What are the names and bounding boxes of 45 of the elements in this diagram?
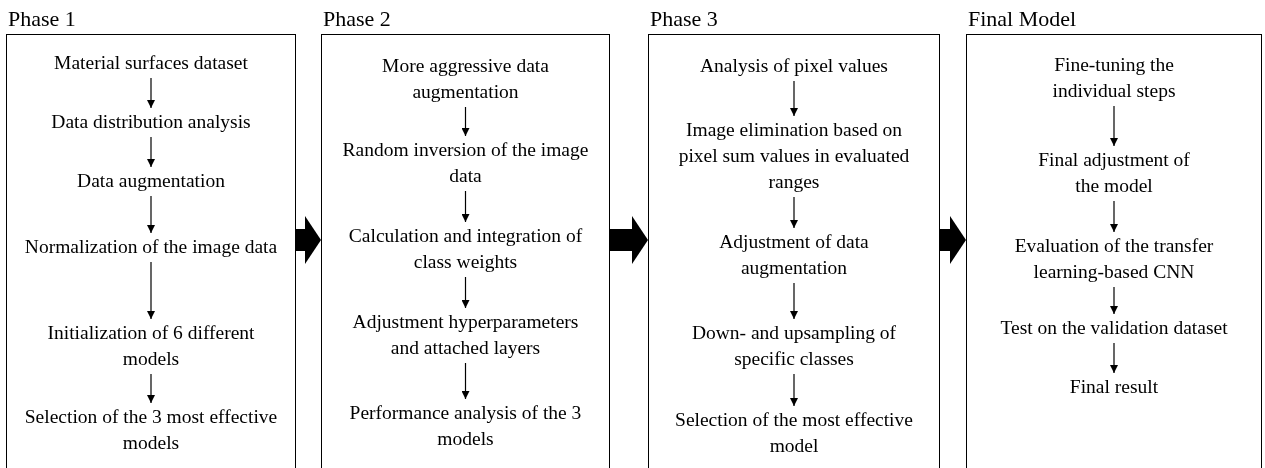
phase-heading: Phase 1: [8, 6, 76, 32]
step-text: Calculation and integration of class weights: [337, 223, 594, 275]
step-text: Random inversion of the image data: [337, 137, 594, 189]
arrow: [461, 276, 470, 309]
step-text: Test on the validation dataset: [978, 315, 1250, 341]
step-text: More aggressive data augmentation: [337, 53, 594, 105]
step-text: Selection of the 3 most effective models: [21, 404, 281, 456]
step-text: Analysis of pixel values: [669, 53, 919, 79]
arrow: [1110, 286, 1118, 315]
step-text: Evaluation of the transfer learning-based CNN: [996, 233, 1232, 285]
arrow: [461, 106, 470, 137]
step-text: Adjustment hyperparameters and attached layers: [337, 309, 594, 361]
arrow: [1110, 200, 1118, 233]
arrow: [1110, 105, 1118, 147]
phase-heading: Phase 3: [650, 6, 718, 32]
arrow: [461, 190, 470, 223]
arrow: [790, 373, 798, 407]
step-text: Material surfaces dataset: [21, 50, 281, 76]
phase-heading: Final Model: [968, 6, 1077, 32]
block-arrow: [610, 216, 648, 264]
arrow: [147, 77, 155, 109]
arrow: [147, 261, 155, 320]
arrow: [461, 362, 470, 400]
arrow: [147, 136, 155, 168]
step-text: Final result: [1014, 374, 1214, 400]
arrow: [790, 282, 798, 320]
step-text: Selection of the most effective model: [669, 407, 919, 459]
block-arrow: [940, 216, 966, 264]
arrow: [1110, 342, 1118, 374]
arrow: [790, 196, 798, 229]
step-text: Final adjustment of the model: [1034, 147, 1194, 199]
arrow: [147, 195, 155, 234]
step-text: Fine-tuning the individual steps: [1014, 52, 1214, 104]
step-text: Performance analysis of the 3 models: [337, 400, 594, 452]
step-text: Data augmentation: [21, 168, 281, 194]
step-text: Adjustment of data augmentation: [669, 229, 919, 281]
step-text: Image elimination based on pixel sum values in evaluated ranges: [669, 117, 919, 195]
arrow: [147, 373, 155, 404]
phase-heading: Phase 2: [323, 6, 391, 32]
step-text: Normalization of the image data: [21, 234, 281, 260]
step-text: Down- and upsampling of specific classes: [669, 320, 919, 372]
arrow: [790, 80, 798, 117]
step-text: Data distribution analysis: [21, 109, 281, 135]
block-arrow: [296, 216, 321, 264]
step-text: Initialization of 6 different models: [21, 320, 281, 372]
